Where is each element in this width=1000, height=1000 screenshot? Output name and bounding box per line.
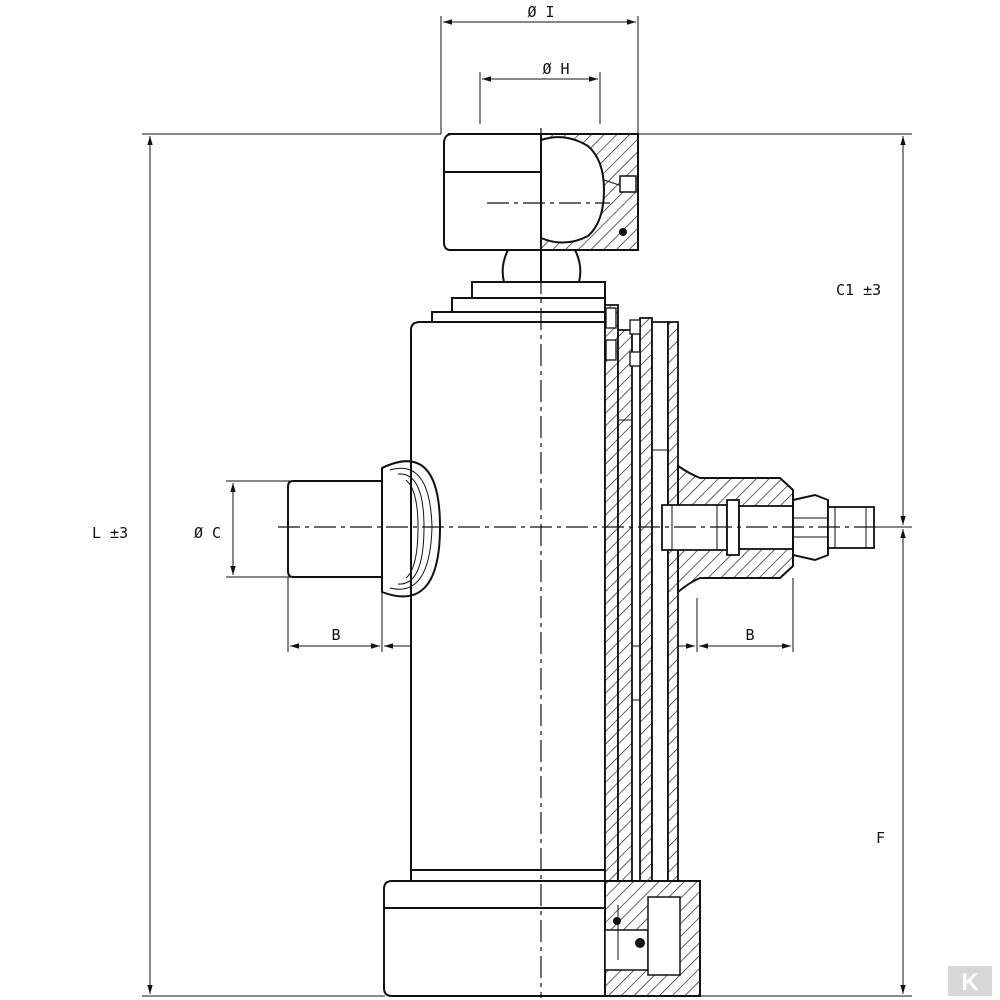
label-c1: C1 ±3 — [836, 281, 881, 299]
cylinder-body-elevation — [287, 133, 606, 997]
label-dia-h: Ø H — [542, 60, 569, 78]
label-dia-c: Ø C — [194, 524, 221, 542]
label-b-left: B — [331, 626, 340, 644]
cylinder-section-view — [540, 133, 875, 997]
center-lines — [278, 128, 878, 998]
brand-logo: K — [948, 966, 992, 996]
label-f: F — [876, 829, 885, 847]
label-l: L ±3 — [92, 524, 128, 542]
label-dia-i: Ø I — [527, 3, 554, 21]
label-b-right: B — [745, 626, 754, 644]
logo-text: K — [961, 969, 979, 996]
dimension-labels: Ø I Ø H C1 ±3 L ±3 Ø C B A B Ø D F — [92, 3, 885, 847]
